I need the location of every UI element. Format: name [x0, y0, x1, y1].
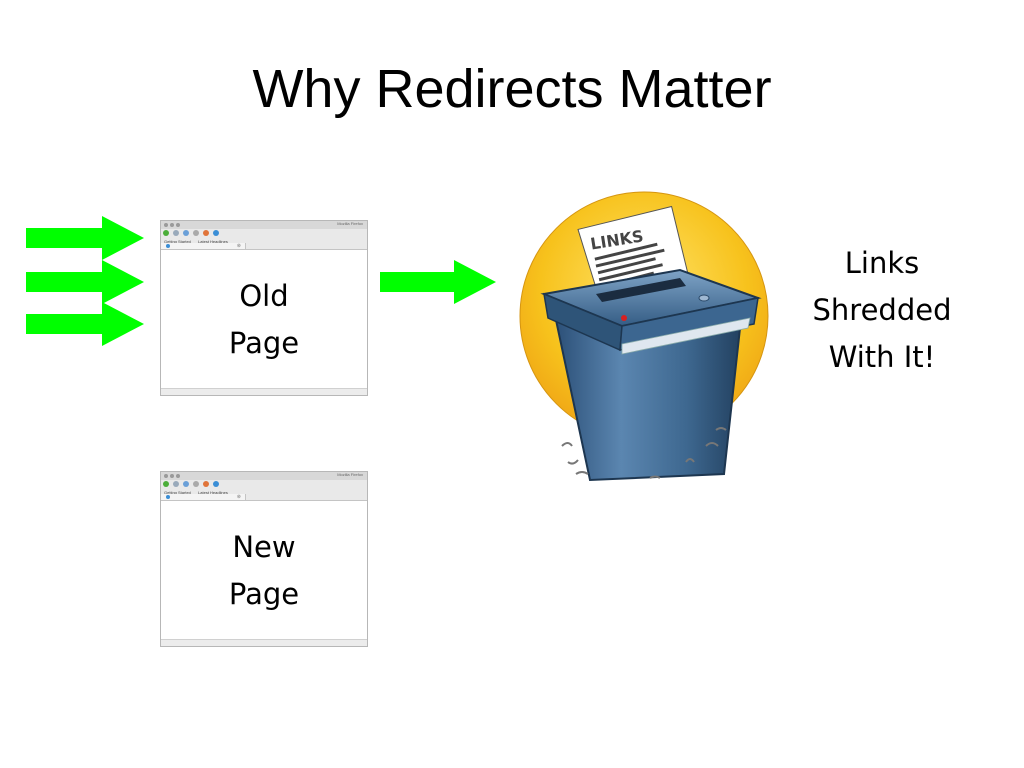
old-page-line2: Page [228, 326, 300, 360]
home-icon [203, 481, 209, 487]
favicon-icon [166, 244, 170, 248]
browser-chrome: Mozilla Firefox Getting Started Latest H… [161, 472, 367, 501]
browser-app-name: Mozilla Firefox [337, 472, 363, 477]
caption-line2: Shredded [812, 293, 952, 327]
old-page-line1: Old [239, 279, 289, 313]
incoming-arrow-2-icon [26, 260, 144, 304]
browser-titlebar: Mozilla Firefox [161, 221, 367, 229]
close-dot-icon [164, 223, 168, 227]
browser-chrome: Mozilla Firefox Getting Started Latest H… [161, 221, 367, 250]
reload-icon [183, 481, 189, 487]
bookmarks-row: Getting Started Latest Headlines [164, 490, 234, 495]
browser-statusbar [161, 639, 367, 646]
browser-titlebar: Mozilla Firefox [161, 472, 367, 480]
to-shredder-arrow-icon [380, 260, 496, 304]
close-tab-icon: ⊗ [236, 243, 241, 249]
home-icon [203, 230, 209, 236]
incoming-arrow-1-icon [26, 216, 144, 260]
zoom-dot-icon [176, 223, 180, 227]
back-icon [163, 230, 169, 236]
stop-icon [193, 481, 199, 487]
incoming-arrow-3-icon [26, 302, 144, 346]
new-page-line1: New [232, 530, 296, 564]
forward-icon [173, 481, 179, 487]
slide-title: Why Redirects Matter [252, 59, 772, 119]
close-tab-icon: ⊗ [236, 494, 241, 500]
minimize-dot-icon [170, 223, 174, 227]
browser-toolbar [163, 230, 219, 238]
bookmarks-row: Getting Started Latest Headlines [164, 239, 234, 244]
old-page-browser: Mozilla Firefox Getting Started Latest H… [160, 220, 368, 396]
browser-app-name: Mozilla Firefox [337, 221, 363, 226]
browser-statusbar [161, 388, 367, 395]
browser-tab: ⊗ [161, 494, 246, 500]
new-page-label: New Page [161, 524, 367, 618]
bookmark-latest-headlines: Latest Headlines [198, 490, 228, 495]
new-page-line2: Page [228, 577, 300, 611]
caption-line3: With It! [828, 340, 936, 374]
stop-icon [193, 230, 199, 236]
new-page-browser: Mozilla Firefox Getting Started Latest H… [160, 471, 368, 647]
reload-icon [183, 230, 189, 236]
back-icon [163, 481, 169, 487]
bookmark-getting-started: Getting Started [164, 239, 191, 244]
globe-icon [213, 481, 219, 487]
browser-toolbar [163, 481, 219, 489]
forward-icon [173, 230, 179, 236]
zoom-dot-icon [176, 474, 180, 478]
old-page-label: Old Page [161, 273, 367, 367]
caption-line1: Links [844, 246, 920, 280]
shredded-caption: Links Shredded With It! [782, 240, 982, 381]
shredder-icon: LINKS [519, 191, 769, 482]
close-dot-icon [164, 474, 168, 478]
globe-icon [213, 230, 219, 236]
favicon-icon [166, 495, 170, 499]
bookmark-latest-headlines: Latest Headlines [198, 239, 228, 244]
minimize-dot-icon [170, 474, 174, 478]
browser-tab: ⊗ [161, 243, 246, 249]
bookmark-getting-started: Getting Started [164, 490, 191, 495]
